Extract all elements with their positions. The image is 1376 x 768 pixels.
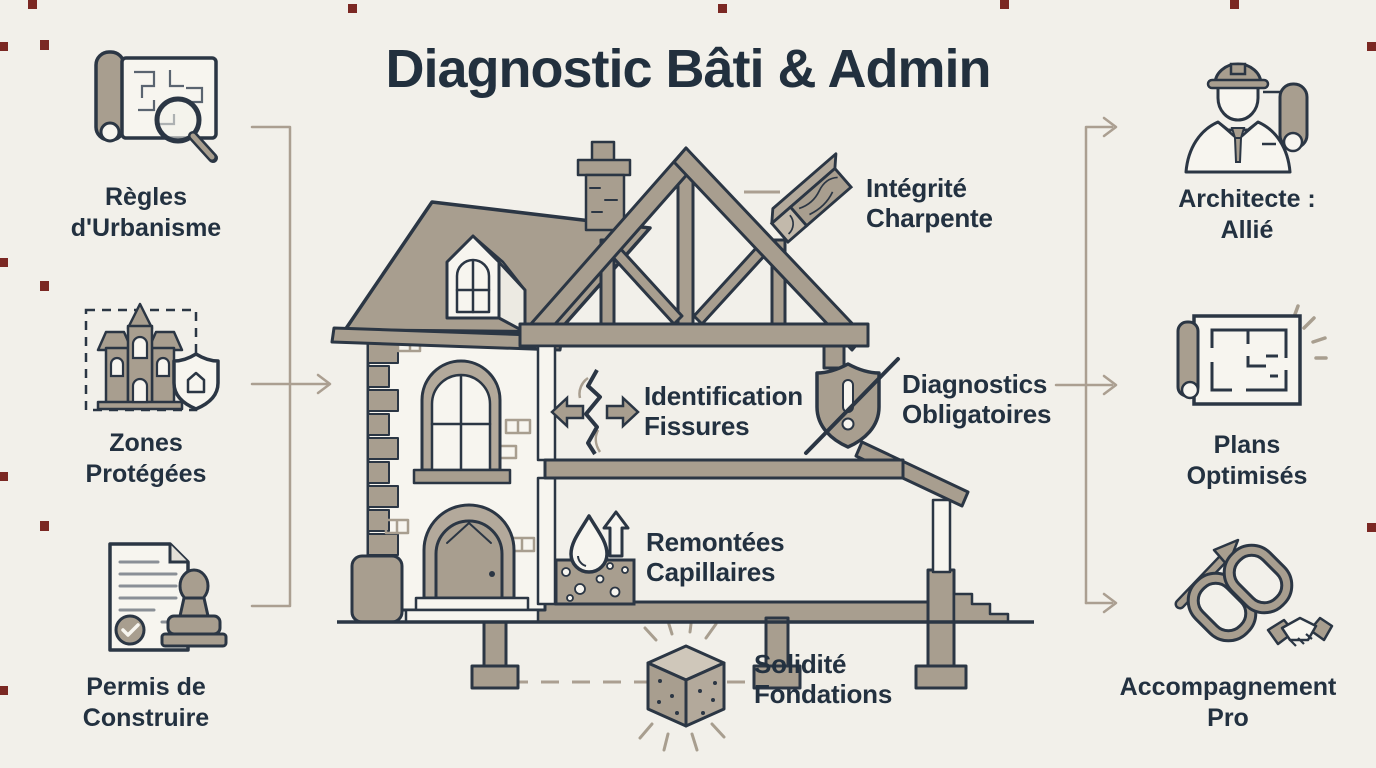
callout-integrite-charpente: Intégrité Charpente bbox=[866, 173, 993, 233]
lean-to-roof-beam bbox=[854, 440, 970, 508]
label-permis-construire: Permis de Construire bbox=[82, 673, 210, 732]
callout-solidite-fondations: Solidité Fondations bbox=[754, 649, 893, 709]
wood-beam-icon bbox=[769, 152, 854, 245]
chain-handshake-icon bbox=[1160, 534, 1336, 671]
page-title: Diagnostic Bâti & Admin bbox=[385, 39, 991, 99]
label-architecte-allie: Architecte : Allié bbox=[1178, 185, 1316, 244]
label-plans-optimises: Plans Optimisés bbox=[1186, 431, 1308, 490]
callout-identification-fissures: Identification Fissures bbox=[644, 381, 803, 441]
stairs bbox=[952, 592, 1010, 624]
cut-wall-upper bbox=[536, 344, 557, 462]
house bbox=[330, 140, 1010, 690]
architect-icon bbox=[1168, 52, 1328, 181]
callout-diagnostics-obligatoires: Diagnostics Obligatoires bbox=[902, 369, 1052, 429]
arched-window bbox=[412, 359, 512, 485]
crack-icon bbox=[550, 369, 640, 456]
map-magnifier-icon bbox=[86, 44, 228, 173]
roof-truss bbox=[518, 146, 870, 370]
foundation-cube-icon bbox=[638, 614, 726, 752]
floor-plan-icon bbox=[1166, 300, 1334, 433]
right-connector-bracket bbox=[1054, 116, 1118, 614]
label-accompagnement-pro: Accompagnement Pro bbox=[1119, 673, 1337, 732]
permit-document-stamp-icon bbox=[92, 538, 240, 671]
dormer bbox=[445, 234, 527, 334]
cut-wall-lower bbox=[536, 476, 557, 606]
callout-remontees-capillaires: Remontées Capillaires bbox=[646, 527, 785, 587]
registration-marks bbox=[0, 0, 1376, 695]
warning-shield-icon bbox=[804, 357, 900, 455]
left-connector-bracket bbox=[250, 125, 332, 608]
label-zones-protegees: Zones Protégées bbox=[85, 429, 207, 488]
lean-to-post bbox=[931, 498, 952, 574]
foundation-piers bbox=[470, 568, 968, 690]
plinth bbox=[350, 554, 404, 624]
floor-beam bbox=[543, 458, 905, 480]
chimney bbox=[576, 140, 632, 232]
eave-board bbox=[330, 326, 564, 352]
protected-building-shield-icon bbox=[80, 296, 232, 429]
rising-damp-icon bbox=[554, 510, 636, 606]
label-regles-urbanisme: Règles d'Urbanisme bbox=[70, 183, 222, 242]
